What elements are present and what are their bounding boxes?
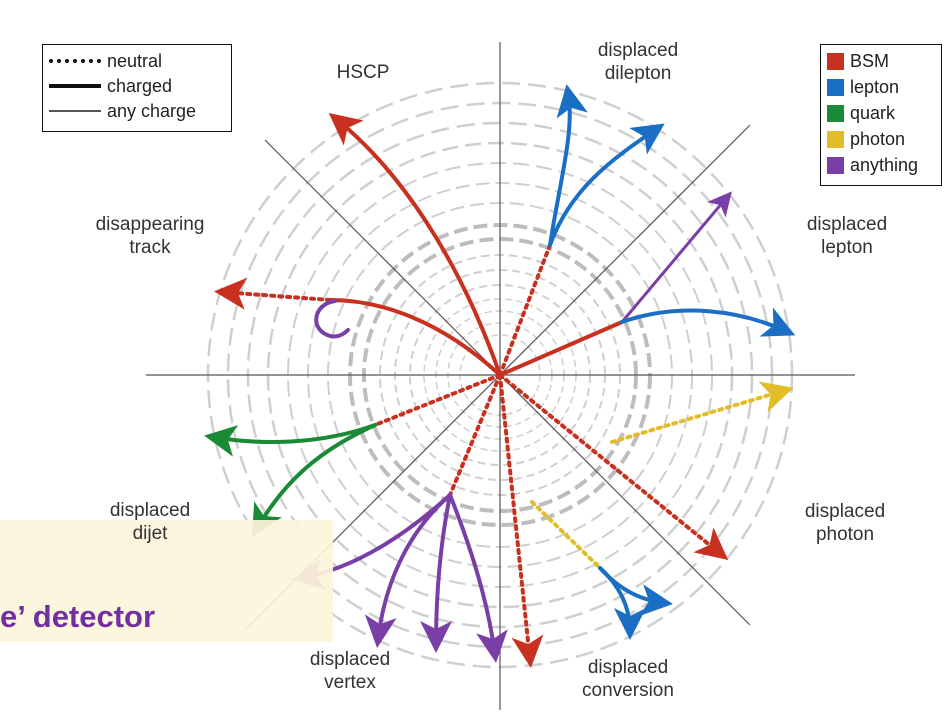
legend-entry-lepton: lepton: [827, 76, 899, 98]
bsm-swatch: [827, 52, 844, 70]
color-legend: BSM lepton quark photon anything: [820, 44, 942, 186]
label-disappearing-track: disappearing track: [68, 213, 232, 259]
conversion-neutral-bsm: [498, 373, 544, 668]
label-line: displaced: [806, 214, 888, 235]
label-line: vertex: [324, 672, 376, 693]
legend-entry-any-charge: any charge: [49, 100, 196, 122]
dilepton-neutral-segment: [498, 243, 552, 377]
banner-text: e’ detector: [0, 599, 156, 634]
hscp-track: [328, 112, 502, 377]
label-line: displaced: [587, 657, 669, 678]
displaced-photon-neutral: [498, 373, 729, 561]
label-line: HSCP: [336, 62, 390, 83]
label-displaced-photon: displaced photon: [780, 500, 910, 546]
legend-entry-photon: photon: [827, 128, 905, 150]
label-displaced-vertex: displaced vertex: [285, 648, 415, 694]
label-line: photon: [815, 524, 875, 545]
vertex-track-3: [448, 493, 508, 663]
legend-entry-anything: anything: [827, 154, 918, 176]
legend-entry-bsm: BSM: [827, 50, 889, 72]
vertex-neutral: [448, 373, 502, 497]
conversion-lepton-2: [598, 566, 646, 640]
diagonal-axis-ne: [499, 124, 751, 376]
label-line: lepton: [821, 237, 873, 258]
legend-label: lepton: [850, 76, 900, 97]
label-displaced-dilepton: displaced dilepton: [568, 39, 708, 85]
dotted-line-sample: [49, 59, 101, 63]
disappearing-track-charged: [328, 298, 502, 377]
label-line: displaced: [109, 500, 191, 521]
label-line: track: [129, 237, 171, 258]
legend-label: BSM: [850, 50, 890, 71]
label-line: conversion: [582, 680, 674, 701]
banner-overlay: [0, 520, 333, 642]
disappearing-track-curl: [314, 299, 350, 339]
displaced-lepton-anything: [620, 191, 732, 324]
label-line: displaced: [804, 501, 886, 522]
legend-label: photon: [850, 128, 906, 149]
legend-label: neutral: [107, 50, 163, 71]
legend-entry-charged: charged: [49, 75, 172, 97]
label-displaced-dijet: displaced dijet: [85, 499, 215, 545]
anything-swatch: [827, 156, 844, 174]
dijet-neutral: [373, 373, 502, 427]
dijet-track-2: [251, 423, 377, 537]
photon-swatch: [827, 130, 844, 148]
displaced-lepton-bsm: [498, 320, 624, 377]
dilepton-track-1: [548, 84, 589, 247]
label-hscp: HSCP: [318, 61, 408, 84]
solid-line-sample: [49, 84, 101, 88]
lepton-swatch: [827, 78, 844, 96]
vertex-track-2: [420, 493, 453, 653]
legend-label: quark: [850, 102, 896, 123]
disappearing-track-neutral: [214, 277, 332, 310]
conversion-photon: [530, 500, 602, 570]
legend-label: any charge: [107, 100, 197, 121]
dilepton-track-2: [548, 123, 665, 247]
label-line: dilepton: [604, 63, 672, 84]
dijet-track-1: [204, 423, 377, 457]
legend-entry-neutral: neutral: [49, 50, 162, 72]
label-line: displaced: [309, 649, 391, 670]
displaced-photon-gamma: [610, 381, 794, 444]
thin-line-sample: [49, 110, 101, 112]
label-line: displaced: [597, 40, 679, 61]
line-style-legend: neutral charged any charge: [42, 44, 232, 132]
legend-entry-quark: quark: [827, 102, 895, 124]
diagonal-axis-se: [499, 374, 751, 626]
legend-label: charged: [107, 75, 173, 96]
displaced-lepton-track: [620, 307, 796, 337]
label-displaced-lepton: displaced lepton: [782, 213, 912, 259]
label-line: disappearing: [95, 214, 205, 235]
label-displaced-conversion: displaced conversion: [558, 656, 698, 702]
particle-tracks: [204, 84, 796, 668]
legend-label: anything: [850, 154, 919, 175]
quark-swatch: [827, 104, 844, 122]
label-line: dijet: [132, 523, 168, 544]
diagonal-axis-nw: [264, 139, 501, 376]
